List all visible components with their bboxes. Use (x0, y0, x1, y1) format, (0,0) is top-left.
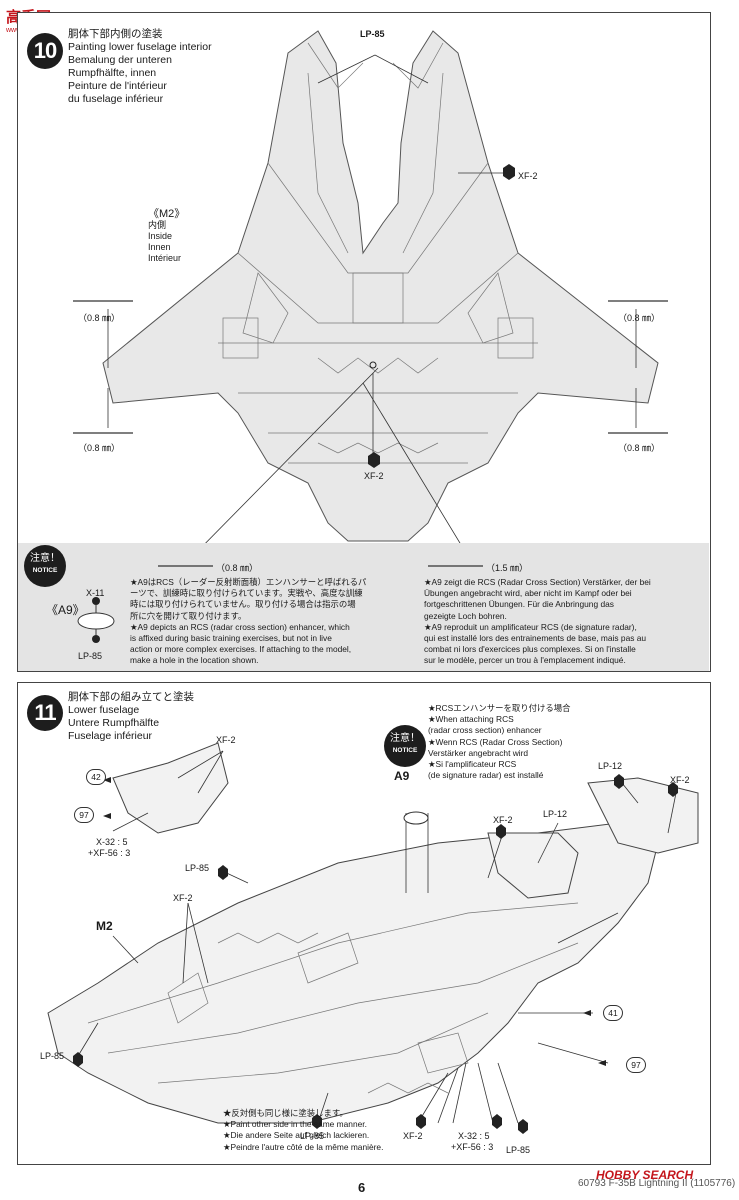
drill-size-label: （0.8 ㎜） (618, 313, 661, 323)
a9-label: A9 (394, 769, 410, 783)
drill-size-label: （0.8 ㎜） (216, 563, 259, 573)
drill-size-label: （0.8 ㎜） (78, 443, 121, 453)
footer-code: 60793 F-35B Lightning II (1105776) (578, 1178, 736, 1189)
mix-label: X-32 : 5 (96, 837, 128, 847)
drill-size-label: （1.5 ㎜） (486, 563, 529, 573)
xf2-label: XF-2 (670, 775, 690, 785)
xf2-callout: XF-2 (518, 171, 538, 181)
page-number: 6 (358, 1180, 366, 1195)
watermark-bottom: HOBBY SEARCH (596, 1168, 694, 1182)
lp85-label: LP-85 (185, 863, 210, 873)
lp85-label: LP-85 (78, 651, 103, 661)
ref-42: 42 (86, 769, 106, 785)
drill-illustrations (158, 565, 483, 567)
step-number: 10 (27, 33, 63, 69)
a9-part-icon (77, 597, 115, 643)
xf2-label: XF-2 (173, 893, 193, 903)
ref-41: 41 (603, 1005, 623, 1021)
ref-97: 97 (74, 807, 94, 823)
m2-label: M2 (96, 919, 113, 933)
lp85-label: LP-85 (40, 1051, 65, 1061)
xf2-callout: XF-2 (364, 471, 384, 481)
lp85-label: LP-85 (506, 1145, 531, 1155)
notice-badge: 注意！NOTICE (384, 725, 426, 767)
paint-other-side-note: ★反対側も同じ様に塗装します。★Paint other side in the … (223, 1108, 384, 1152)
lp12-label: LP-12 (598, 761, 623, 771)
lower-fuselage-assembly-drawing (47, 742, 699, 1134)
rcs-attach-note: ★RCSエンハンサーを取り付ける場合★When attaching RCS(ra… (428, 703, 571, 781)
mix-label: X-32 : 5 (458, 1131, 490, 1141)
notice-text-left: ★A9はRCS（レーダー反射断面積）エンハンサーと呼ばれるパーツで、訓練時に取り… (130, 577, 367, 666)
x11-label: X-11 (86, 588, 105, 598)
xf2-label: XF-2 (216, 735, 236, 745)
step-number: 11 (27, 695, 63, 731)
notice-badge: 注意！NOTICE (24, 545, 66, 587)
notice-text-right: ★A9 zeigt die RCS (Radar Cross Section) … (424, 577, 651, 666)
lp85-label: LP-85 (300, 1131, 325, 1141)
a9-part-label: 《A9》 (46, 603, 85, 617)
xf2-label: XF-2 (493, 815, 513, 825)
ref-97: 97 (626, 1057, 646, 1073)
mix-label: +XF-56 : 3 (451, 1142, 494, 1152)
notice-section: 注意！NOTICE X-11 《A9》 LP-85 （0.8 ㎜） （1.5 ㎜… (18, 543, 709, 671)
xf2-label: XF-2 (403, 1131, 423, 1141)
mix-label: +XF-56 : 3 (88, 848, 131, 858)
lp12-label: LP-12 (543, 809, 568, 819)
lp85-callout: LP-85 (360, 29, 385, 39)
drill-size-label: （0.8 ㎜） (618, 443, 661, 453)
drill-size-label: （0.8 ㎜） (78, 313, 121, 323)
lower-fuselage-interior-drawing (73, 30, 668, 543)
